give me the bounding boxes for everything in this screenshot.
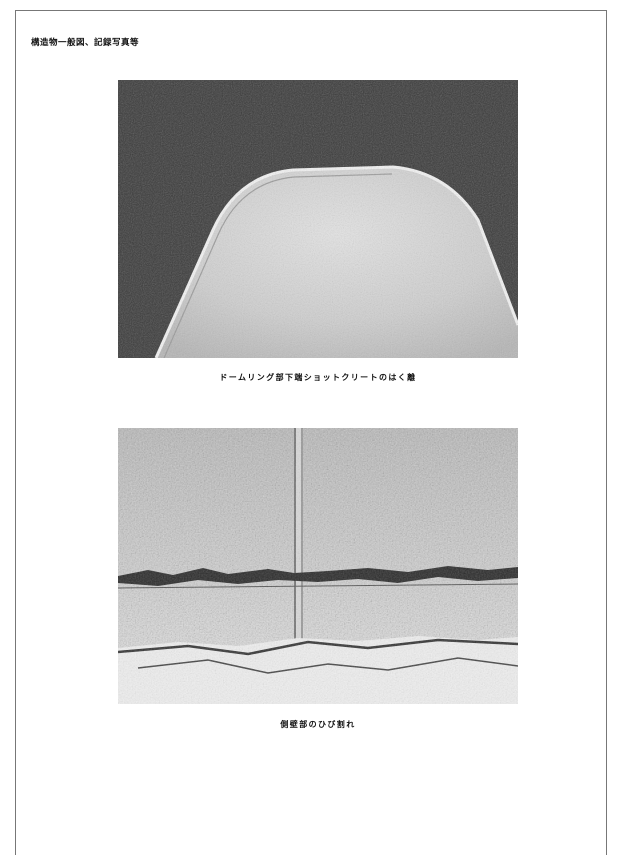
photo-caption-dome-ring: ドームリング部下端ショットクリートのはく離 xyxy=(219,373,417,382)
photo-caption-sidewall: 側壁部のひび割れ xyxy=(280,720,356,729)
page-frame xyxy=(15,10,607,855)
page-header-title: 構造物一般図、記録写真等 xyxy=(31,38,140,48)
photo-sidewall-cracks xyxy=(118,428,518,704)
photo-dome-ring-peeling xyxy=(118,80,518,358)
